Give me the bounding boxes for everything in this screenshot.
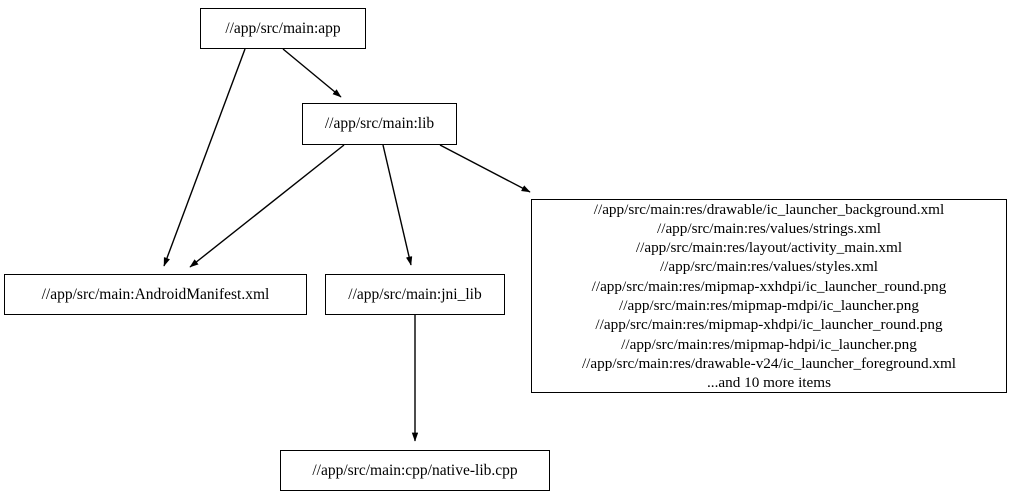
graph-node-lib-label: //app/src/main:lib — [324, 115, 435, 133]
edge-app-to-androidmanifest — [163, 48, 246, 267]
graph-node-jni-lib[interactable]: //app/src/main:jni_lib — [325, 274, 505, 315]
graph-node-app-label: //app/src/main:app — [225, 19, 341, 37]
graph-node-androidmanifest-label: //app/src/main:AndroidManifest.xml — [41, 285, 270, 303]
graph-node-res-bundle-label: //app/src/main:res/drawable/ic_launcher_… — [581, 200, 957, 392]
graph-node-res-bundle[interactable]: //app/src/main:res/drawable/ic_launcher_… — [531, 199, 1007, 393]
edge-lib-to-res — [439, 144, 531, 193]
edge-app-to-lib — [282, 48, 342, 98]
graph-node-native-lib-cpp[interactable]: //app/src/main:cpp/native-lib.cpp — [280, 450, 550, 491]
graph-node-jni-lib-label: //app/src/main:jni_lib — [348, 285, 482, 303]
graph-node-app[interactable]: //app/src/main:app — [200, 8, 366, 49]
graph-node-native-lib-cpp-label: //app/src/main:cpp/native-lib.cpp — [312, 461, 518, 479]
graph-node-androidmanifest[interactable]: //app/src/main:AndroidManifest.xml — [4, 274, 307, 315]
graph-node-lib[interactable]: //app/src/main:lib — [302, 103, 457, 145]
edge-lib-to-jni-lib — [382, 144, 413, 266]
edge-lib-to-androidmanifest — [189, 144, 345, 268]
